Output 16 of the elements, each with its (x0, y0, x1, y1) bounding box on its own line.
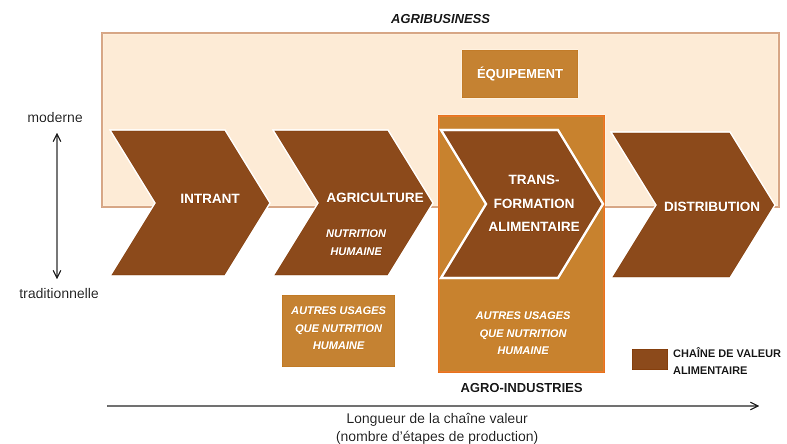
usage-label: AUTRES USAGES QUE NUTRITION HUMAINE (474, 309, 572, 360)
stage-label: AGRICULTURE (325, 189, 425, 207)
box-label: ÉQUIPEMENT (476, 65, 564, 83)
stage-note: NUTRITION HUMAINE (325, 227, 387, 260)
scale-label: traditionnelle (18, 284, 100, 302)
stage-label: INTRANT (179, 190, 241, 208)
axis-label: Longueur de la chaîne valeur (nombre d’étapes de production) (334, 409, 540, 444)
panel-heading: AGRO-INDUSTRIES (459, 379, 584, 397)
category-box (282, 295, 395, 367)
scale-label: moderne (26, 108, 84, 126)
band-heading: AGRIBUSINESS (390, 10, 491, 28)
stage-label: TRANS- FORMATION ALIMENTAIRE (487, 171, 581, 236)
stage-label: DISTRIBUTION (663, 198, 761, 216)
usage-label: AUTRES USAGES QUE NUTRITION HUMAINE (290, 304, 387, 354)
category-box (462, 50, 578, 98)
legend-label: CHAÎNE DE VALEUR ALIMENTAIRE (673, 346, 782, 378)
